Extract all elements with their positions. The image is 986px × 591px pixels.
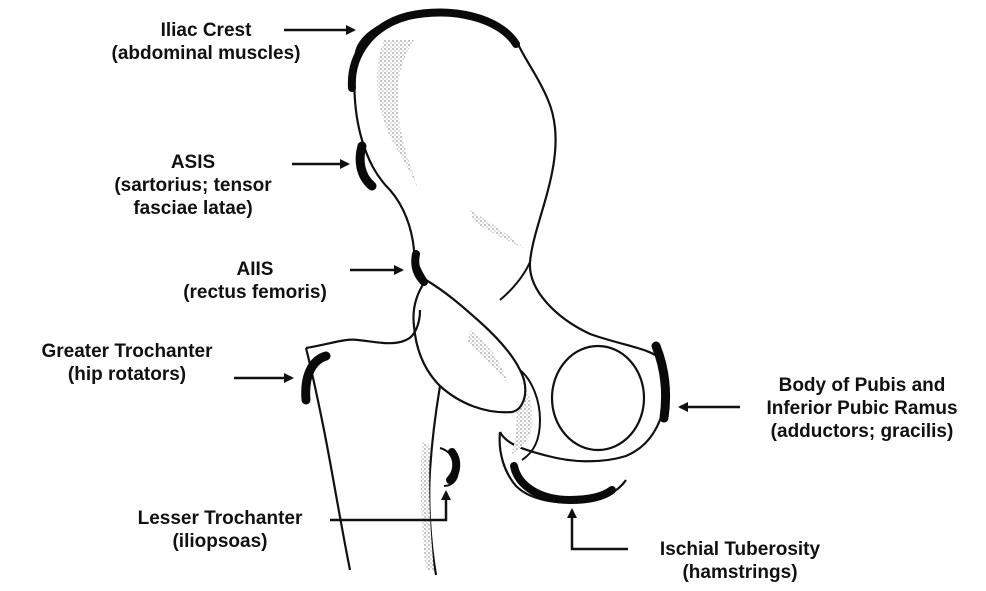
asis-muscles-2: fasciae latae) (88, 197, 298, 220)
ischial-tuberosity-title: Ischial Tuberosity (630, 538, 850, 561)
ischial-tuberosity-label: Ischial Tuberosity (hamstrings) (630, 538, 850, 584)
iliac-crest-attachment (352, 12, 516, 88)
greater-trochanter-title: Greater Trochanter (8, 340, 246, 363)
iliac-crest-label: Iliac Crest (abdominal muscles) (96, 19, 316, 65)
iliac-fossa-shading (470, 210, 524, 248)
aiis-label: AIIS (rectus femoris) (160, 258, 350, 304)
lesser-trochanter-attachment (450, 452, 456, 480)
femur-head-neck (414, 280, 526, 412)
aiis-attachment (415, 254, 424, 282)
ilium-shading (377, 40, 422, 200)
ischial-tuberosity-leader (572, 510, 628, 549)
lesser-trochanter-muscles: (iliopsoas) (112, 530, 328, 553)
ischial-tuberosity-muscles: (hamstrings) (630, 561, 850, 584)
asis-muscles-1: (sartorius; tensor (88, 174, 298, 197)
pubis-title-1: Body of Pubis and (744, 374, 980, 397)
iliac-crest-muscles: (abdominal muscles) (96, 42, 316, 65)
greater-trochanter-label: Greater Trochanter (hip rotators) (8, 340, 246, 386)
pubis-attachment (656, 346, 666, 418)
femur-shaft-shading (421, 440, 434, 570)
aiis-muscles: (rectus femoris) (160, 281, 350, 304)
ilium-notch (500, 262, 530, 300)
femur-shaft-lateral (306, 310, 420, 348)
lesser-trochanter-label: Lesser Trochanter (iliopsoas) (112, 507, 328, 553)
pubis-label: Body of Pubis and Inferior Pubic Ramus (… (744, 374, 980, 443)
lesser-trochanter-title: Lesser Trochanter (112, 507, 328, 530)
asis-title: ASIS (88, 151, 298, 174)
iliac-crest-title: Iliac Crest (96, 19, 316, 42)
pubis-muscles: (adductors; gracilis) (744, 420, 980, 443)
obturator-foramen (552, 346, 644, 450)
greater-trochanter-muscles: (hip rotators) (8, 363, 246, 386)
pubis-title-2: Inferior Pubic Ramus (744, 397, 980, 420)
aiis-title: AIIS (160, 258, 350, 281)
asis-label: ASIS (sartorius; tensor fasciae latae) (88, 151, 298, 220)
